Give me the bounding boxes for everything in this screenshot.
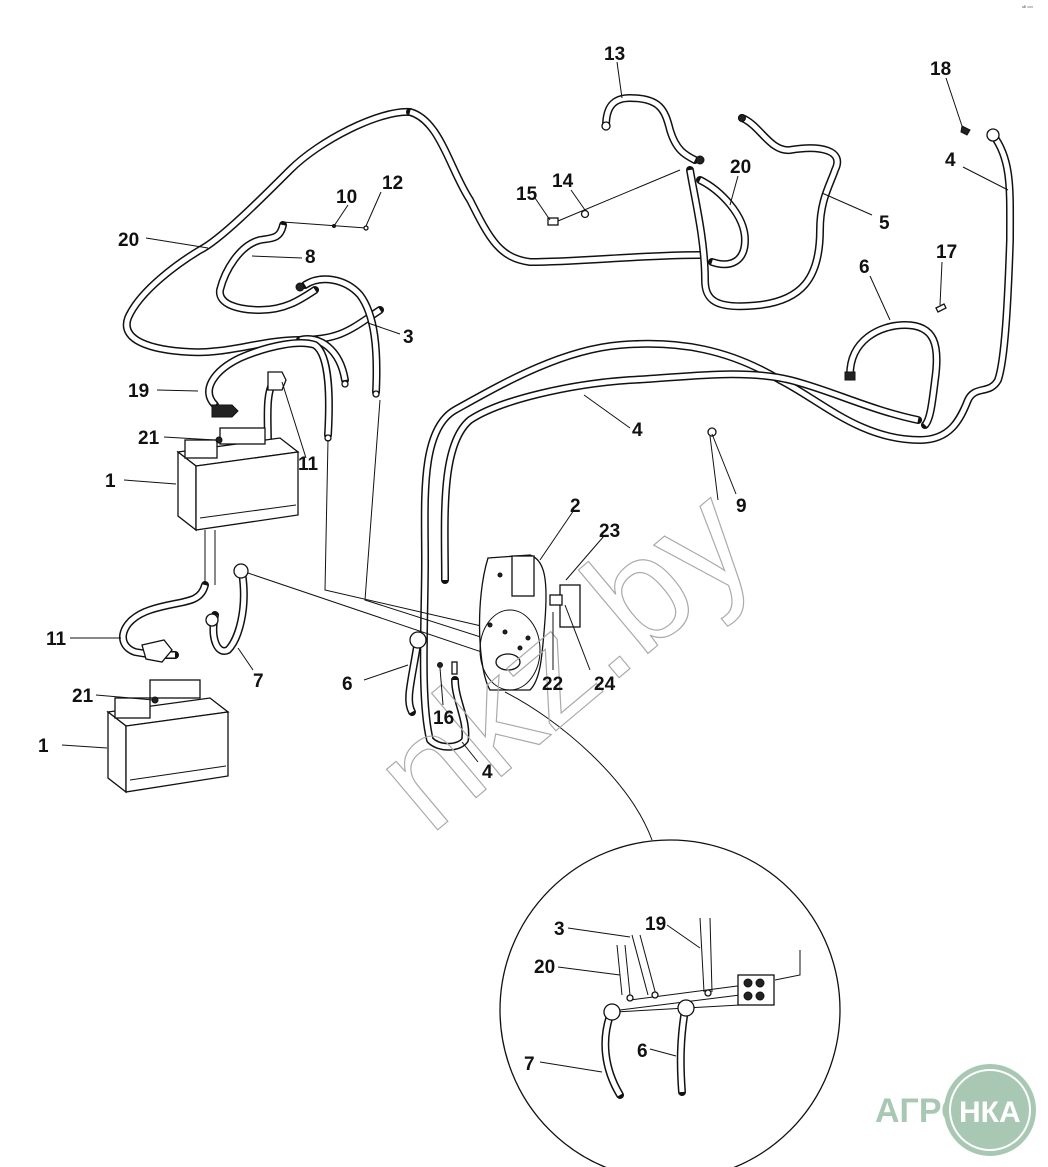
- callout-5: 5: [879, 213, 890, 234]
- cable-6-loop: [844, 321, 941, 429]
- cable-19: [205, 339, 333, 442]
- watermark: nkz.by: [342, 454, 782, 861]
- callout-22: 22: [542, 674, 563, 695]
- bolt-17: [935, 303, 947, 313]
- routing-lines: [204, 399, 521, 666]
- callout-20: 20: [534, 957, 555, 978]
- callout-4: 4: [945, 150, 956, 171]
- small-hardware: [437, 125, 971, 675]
- power-distribution-block: [478, 554, 581, 691]
- washer-14: [580, 209, 590, 219]
- leader-lines: [61, 61, 1009, 1073]
- callout-19: 19: [128, 381, 149, 402]
- logo-text-right: НКА: [959, 1096, 1021, 1129]
- callout-labels: 13 18 14 15 20 4 10 12 5 20 8 17 6 3 19 …: [38, 44, 957, 1075]
- callout-24: 24: [594, 674, 616, 695]
- cable-7: [205, 563, 249, 655]
- callout-20: 20: [730, 157, 751, 178]
- callout-21: 21: [138, 428, 160, 449]
- callout-11: 11: [298, 454, 319, 475]
- callout-8: 8: [305, 247, 316, 268]
- callout-3: 3: [403, 327, 414, 348]
- battery-lower: [106, 679, 230, 794]
- detail-inset: [499, 691, 841, 1167]
- callout-6: 6: [637, 1041, 648, 1062]
- callout-18: 18: [930, 59, 951, 80]
- callout-16: 16: [433, 708, 454, 729]
- callout-2: 2: [570, 496, 581, 517]
- callout-4: 4: [632, 420, 643, 441]
- callout-9: 9: [736, 496, 747, 517]
- callout-20: 20: [118, 230, 139, 251]
- callout-14: 14: [552, 171, 574, 192]
- callout-3: 3: [554, 919, 565, 940]
- cable-13: [601, 94, 705, 165]
- cable-4-long: [419, 128, 1015, 751]
- callout-1: 1: [38, 736, 49, 757]
- callout-1: 1: [105, 471, 116, 492]
- cable-8: [216, 221, 369, 314]
- clip-18: [960, 125, 971, 136]
- cable-11-upper: [263, 371, 287, 449]
- cable-11-lower: [119, 581, 209, 663]
- cable-3: [295, 275, 381, 398]
- terminal-9: [707, 427, 717, 437]
- battery-upper: [176, 427, 300, 532]
- callout-17: 17: [936, 242, 957, 263]
- callout-12: 12: [382, 173, 403, 194]
- callout-21: 21: [72, 686, 94, 707]
- cable-20-main: [122, 107, 704, 357]
- callout-19: 19: [645, 914, 666, 935]
- callout-10: 10: [336, 187, 357, 208]
- callout-7: 7: [253, 671, 264, 692]
- cable-6-center: [405, 631, 427, 716]
- corner-mark: ᵃᴮ ᵒᵒᵒ: [1022, 5, 1033, 11]
- logo-circle: [944, 1064, 1036, 1156]
- cable-20-branch: [686, 114, 842, 311]
- inset-busbar: [614, 950, 801, 1013]
- callout-23: 23: [599, 521, 620, 542]
- callout-11: 11: [46, 629, 67, 650]
- bolt-15: [547, 217, 559, 226]
- callout-13: 13: [604, 44, 625, 65]
- agronka-logo: АГРО НКА: [875, 1064, 1036, 1156]
- callout-15: 15: [516, 184, 538, 205]
- nut-16: [437, 662, 443, 668]
- callout-4: 4: [482, 762, 493, 783]
- inset-cables: [601, 917, 713, 1099]
- callout-7: 7: [524, 1054, 535, 1075]
- callout-6: 6: [342, 674, 353, 695]
- callout-6: 6: [859, 257, 870, 278]
